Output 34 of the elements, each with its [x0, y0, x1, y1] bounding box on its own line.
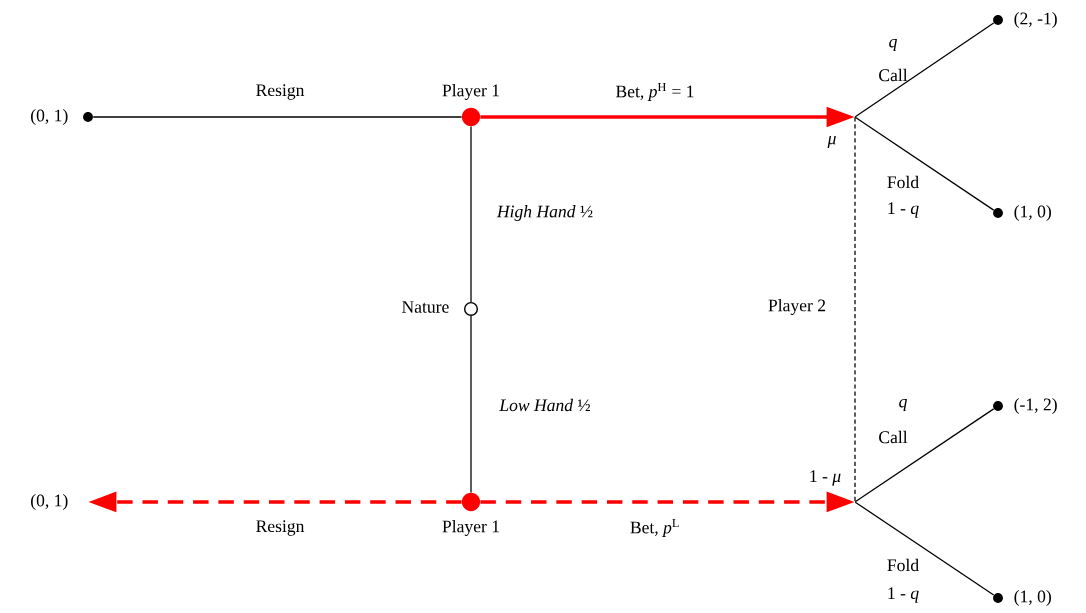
probability-label: q	[889, 39, 897, 51]
probability-label: q	[899, 399, 907, 411]
probability-label: 1 - q	[888, 202, 919, 218]
payoff-label: (-1, 2)	[1014, 398, 1057, 414]
branch-line	[470, 125, 472, 303]
edge-label: Player 2	[768, 299, 826, 315]
payoff-label: (0, 1)	[31, 109, 68, 125]
edge-label: Bet, p$^{H}$ = 1	[616, 83, 694, 101]
edge-label: Resign	[256, 520, 305, 536]
edge-label: Fold	[887, 175, 919, 189]
edge-label: High Hand ½	[496, 205, 593, 221]
edge-label: Low Hand ½	[499, 398, 590, 412]
player-label: Nature	[402, 301, 449, 313]
edge-label: Call	[879, 68, 908, 82]
branch-line	[92, 116, 463, 118]
payoff-label: (1, 0)	[1014, 205, 1051, 221]
branch-line	[854, 408, 995, 503]
belief-label: 1 - μ	[810, 470, 841, 486]
branch-line	[854, 116, 995, 211]
player-label: Player 1	[442, 520, 499, 536]
branch-line	[470, 315, 472, 494]
belief-label: μ	[827, 136, 836, 148]
edge-label: Fold	[887, 558, 919, 572]
edge-label: Resign	[256, 84, 305, 100]
edge-label: Call	[879, 430, 908, 444]
payoff-label: (2, -1)	[1014, 12, 1057, 28]
information-set-line	[854, 116, 856, 503]
edge-label: Bet, p$^{L}$	[630, 519, 679, 537]
branch-line	[854, 501, 995, 596]
belief-label: (0, 1)	[31, 494, 68, 510]
player-label: Player 1	[442, 84, 499, 100]
payoff-label: (1, 0)	[1014, 590, 1051, 606]
branch-line	[854, 22, 995, 118]
probability-label: 1 - q	[888, 587, 919, 603]
